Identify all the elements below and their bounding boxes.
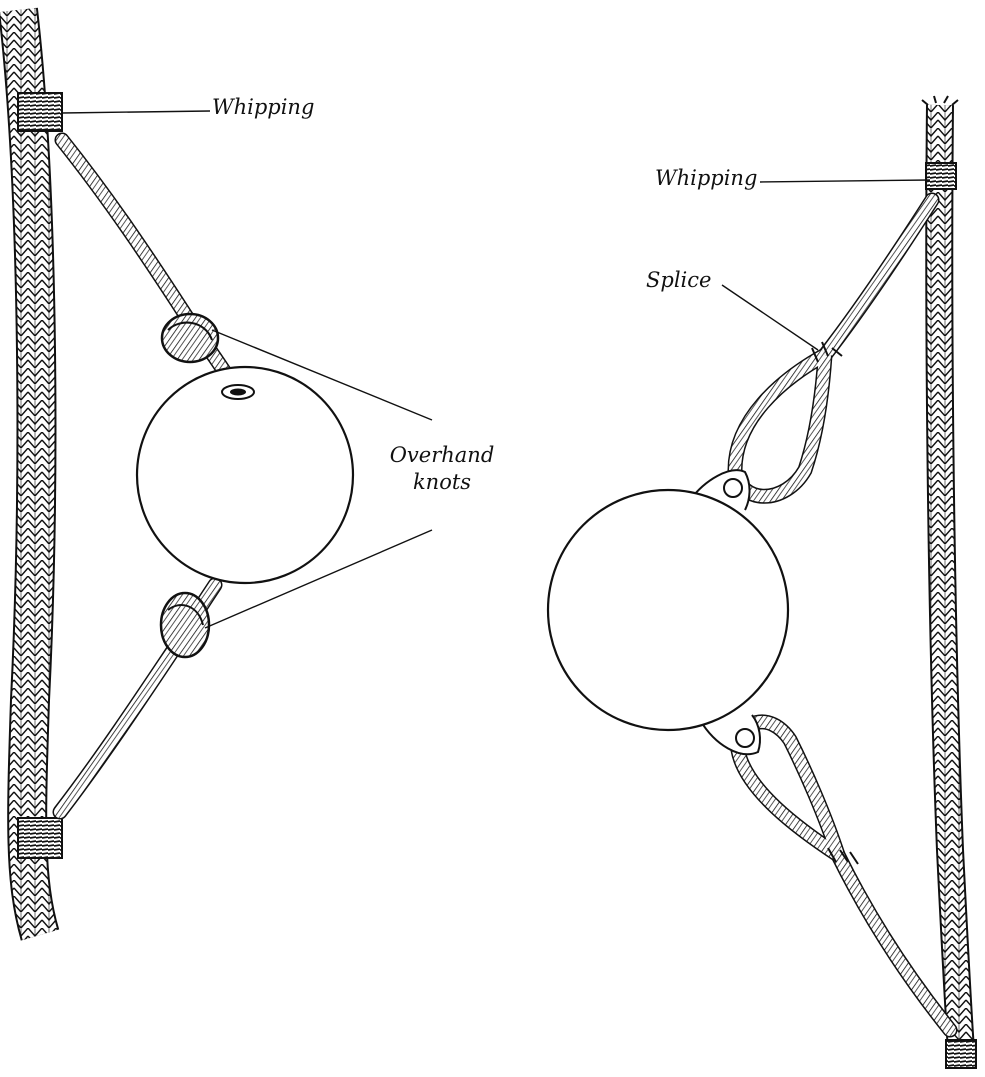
splice-leader: [722, 285, 818, 350]
left-bottom-whipping: [18, 818, 62, 858]
right-upper-spliced-eye: [735, 342, 842, 496]
left-whipping-leader: [62, 111, 210, 113]
right-assembly: [548, 96, 976, 1068]
splice-label: Splice: [646, 270, 711, 291]
left-top-whipping: [18, 93, 62, 131]
right-whipping-leader: [760, 180, 930, 182]
overhand-knots-label-line2: knots: [382, 472, 502, 493]
right-bottom-whipping: [946, 1040, 976, 1068]
left-whipping-label: Whipping: [212, 97, 314, 118]
left-assembly: [18, 10, 432, 935]
right-fender-ball: [548, 490, 788, 730]
right-fender-bottom-eye: [736, 729, 754, 747]
right-top-whipping: [926, 163, 956, 189]
overhand-knots-label: Overhand knots: [382, 445, 502, 493]
left-upper-overhand-knot: [162, 314, 218, 362]
overhand-knots-label-line1: Overhand: [382, 445, 502, 466]
left-fender-ball: [137, 367, 353, 583]
right-whipping-label: Whipping: [655, 168, 757, 189]
right-fender-top-eye: [724, 479, 742, 497]
left-lower-overhand-knot: [161, 593, 209, 657]
